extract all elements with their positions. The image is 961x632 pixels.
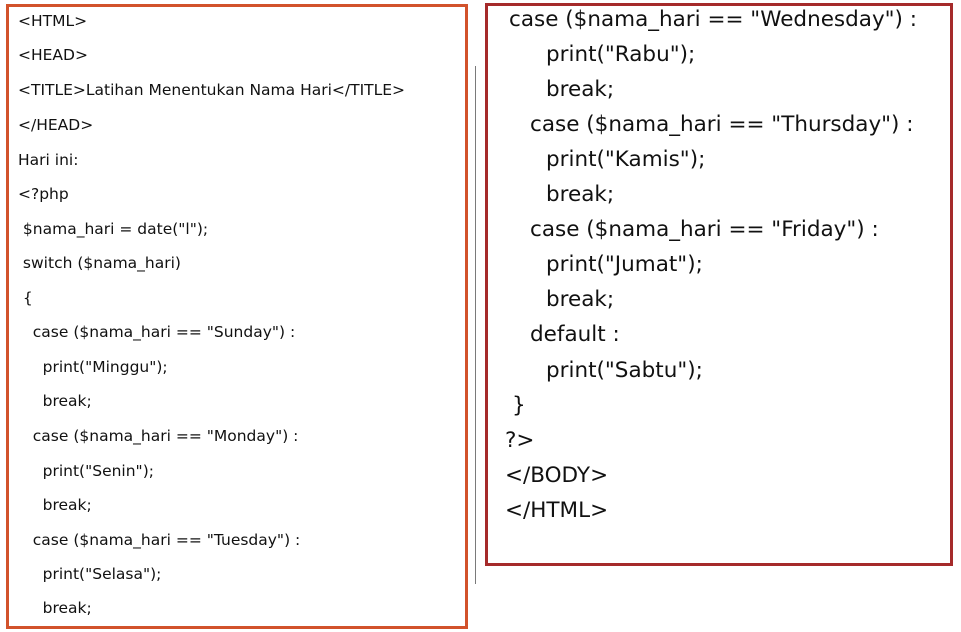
- code-line: ?>: [505, 428, 535, 453]
- panel-divider: [475, 66, 476, 584]
- code-line: default :: [530, 322, 620, 347]
- code-line: <HEAD>: [18, 46, 88, 64]
- code-line: case ($nama_hari == "Monday") :: [18, 427, 299, 445]
- code-line: print("Senin");: [18, 462, 154, 480]
- code-line: switch ($nama_hari): [18, 254, 181, 272]
- code-line: break;: [546, 77, 615, 102]
- code-line: print("Sabtu");: [546, 358, 703, 383]
- code-line: break;: [18, 392, 92, 410]
- code-line: <HTML>: [18, 12, 88, 30]
- code-line: }: [512, 393, 526, 418]
- right-code-panel: [485, 3, 953, 566]
- code-line: break;: [546, 182, 615, 207]
- code-line: case ($nama_hari == "Thursday") :: [530, 112, 914, 137]
- code-line: print("Selasa");: [18, 565, 162, 583]
- code-line: break;: [18, 599, 92, 617]
- code-line: case ($nama_hari == "Wednesday") :: [509, 7, 918, 32]
- left-code-panel: [6, 4, 468, 629]
- code-line: case ($nama_hari == "Sunday") :: [18, 323, 296, 341]
- code-line: <?php: [18, 185, 69, 203]
- code-line: break;: [18, 496, 92, 514]
- code-line: Hari ini:: [18, 151, 79, 169]
- code-line: </HEAD>: [18, 116, 94, 134]
- code-line: </BODY>: [505, 463, 609, 488]
- code-line: </HTML>: [505, 498, 609, 523]
- code-line: $nama_hari = date("l");: [18, 220, 209, 238]
- code-line: print("Kamis");: [546, 147, 706, 172]
- code-line: break;: [546, 287, 615, 312]
- code-line: <TITLE>Latihan Menentukan Nama Hari</TIT…: [18, 81, 406, 99]
- code-line: print("Rabu");: [546, 42, 696, 67]
- code-line: {: [18, 289, 33, 307]
- code-line: case ($nama_hari == "Tuesday") :: [18, 531, 301, 549]
- code-line: case ($nama_hari == "Friday") :: [530, 217, 879, 242]
- code-line: print("Jumat");: [546, 252, 703, 277]
- code-line: print("Minggu");: [18, 358, 168, 376]
